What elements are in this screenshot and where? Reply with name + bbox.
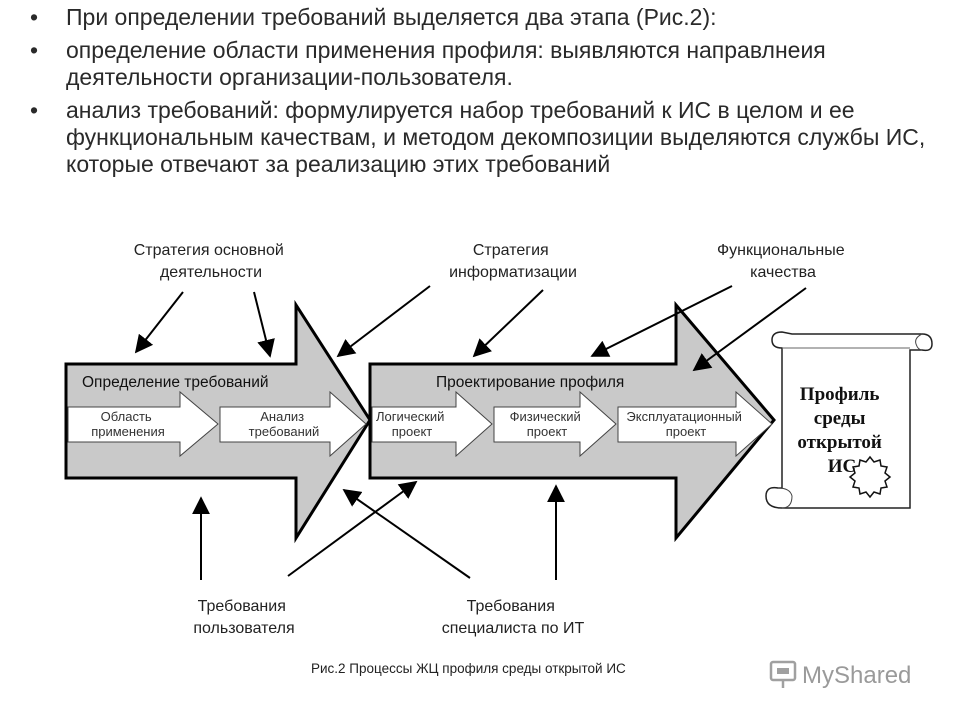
bullet-list: • При определении требований выделяется д…: [30, 4, 955, 184]
label-functional: Функциональные качества: [717, 242, 849, 281]
step-arrow: [219, 390, 367, 458]
watermark-text: MyShared: [802, 662, 911, 689]
label-user-requirements: Требования пользователя: [193, 598, 294, 637]
bullet-dot: •: [30, 4, 39, 30]
bullet-item: • определение области применения профиля:…: [30, 37, 955, 91]
label-it-requirements: Требования специалиста по ИТ: [442, 598, 585, 637]
bullet-dot: •: [30, 97, 39, 123]
label-strategy-info: Стратегия информатизации: [449, 242, 577, 281]
bullet-text: При определении требований выделяется дв…: [66, 4, 717, 30]
profile-label: Профиль среды открытой ИС: [797, 384, 886, 477]
pointer-arrow: [134, 291, 184, 354]
bullet-text: определение области применения профиля: …: [66, 37, 826, 90]
pointer-arrow: [472, 289, 544, 358]
step-arrow: [67, 390, 219, 458]
scroll-document: [765, 331, 933, 509]
bullet-text: анализ требований: формулируется набор т…: [66, 97, 926, 177]
pointer-arrow: [590, 285, 733, 357]
step-arrow: [617, 390, 773, 458]
pointer-arrow: [287, 480, 418, 577]
step-arrow: [493, 390, 617, 458]
starburst-icon: [848, 455, 892, 499]
step-label-scope: Область применения: [91, 409, 165, 439]
step-label-logical: Логический проект: [376, 409, 448, 439]
step-label-operational: Эксплуатационный проект: [626, 409, 745, 439]
stage1-title: Определение требований: [82, 374, 269, 391]
label-strategy-main: Стратегия основной деятельности: [134, 242, 289, 281]
figure-caption: Рис.2 Процессы ЖЦ профиля среды открытой…: [311, 661, 626, 676]
stage2-title: Проектирование профиля: [436, 374, 624, 391]
myshared-logo-icon: [769, 660, 797, 688]
step-label-physical: Физический проект: [510, 409, 585, 439]
step-arrow: [371, 390, 493, 458]
stage1-arrow: [64, 299, 372, 544]
step-label-analysis: Анализ требований: [249, 409, 320, 439]
pointer-arrow: [342, 488, 471, 579]
bullet-dot: •: [30, 37, 39, 63]
pointer-arrow: [253, 291, 275, 358]
bullet-item: • При определении требований выделяется д…: [30, 4, 955, 31]
pointer-arrow: [336, 285, 431, 358]
bullet-item: • анализ требований: формулируется набор …: [30, 97, 955, 178]
pointer-arrow: [692, 287, 807, 372]
